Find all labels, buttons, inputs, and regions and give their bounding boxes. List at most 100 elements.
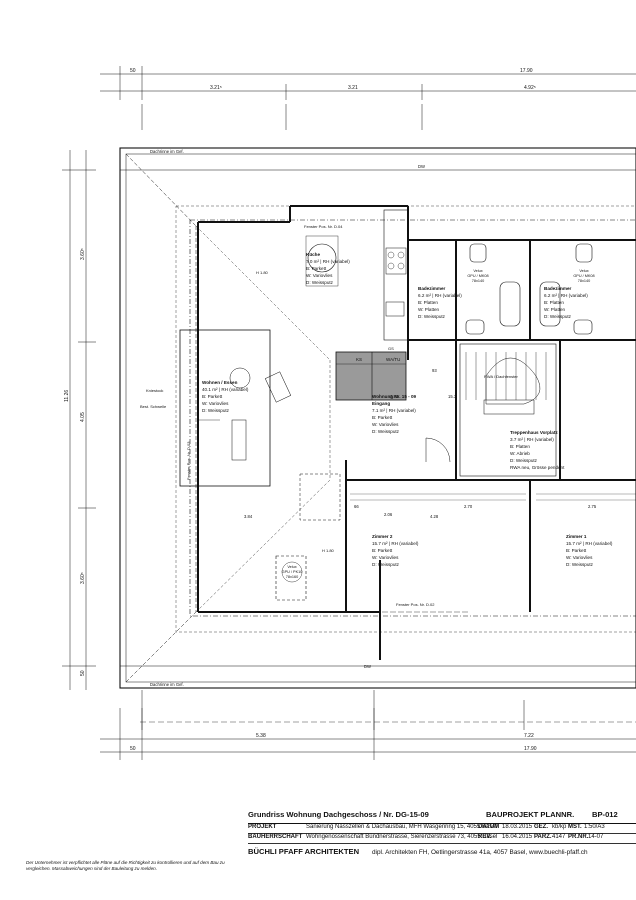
room-wohnen-w: W: Variovlies	[202, 401, 229, 406]
room-eingang: Wohnung Nr. 15 - 09 Eingang 7.1 m² | RH …	[372, 394, 417, 434]
room-wohnen-area: 40.1 m² | RH (variabel)	[202, 387, 249, 392]
room-bad1-b: B: Platten	[418, 300, 438, 305]
dim-bottom-left: 50	[130, 746, 136, 752]
room-bad2-name: Badezimmer	[544, 286, 572, 291]
dim-top-b: 3.21	[348, 85, 358, 91]
title-row: Grundriss Wohnung Dachgeschoss / Nr. DG-…	[248, 808, 636, 824]
dim-384: 3.84	[244, 514, 253, 519]
projekt-row: PROJEKT Sanierung Nasszellen & Dachausba…	[248, 824, 636, 834]
prnr-label: PR.NR.	[568, 834, 589, 840]
dim-275: 2.75	[588, 504, 597, 509]
projekt-label: PROJEKT	[248, 824, 277, 830]
room-bad2-b: B: Platten	[544, 300, 564, 305]
room-kueche-w: W: Variovlies	[306, 273, 333, 278]
room-wohnen-b: B: Parkett	[202, 394, 223, 399]
room-kueche: Küche 7.0 m² | RH (variabel) B: Parkett …	[306, 252, 350, 285]
room-bad1-area: 6.2 m² | RH (variabel)	[418, 293, 462, 298]
projekt-value: Sanierung Nasszellen & Dachausbau, MFH W…	[306, 824, 497, 830]
room-eingang-b: B: Parkett	[372, 415, 393, 420]
room-zimmer2-name: Zimmer 2	[372, 534, 393, 539]
room-bad2-d: D: Weissputz	[544, 314, 572, 319]
parz-label: PARZ.	[534, 834, 552, 840]
room-treppenhaus-b: B: Platten	[510, 444, 530, 449]
room-eingang-w: W: Variovlies	[372, 422, 399, 427]
datum-value: 18.03.2015	[502, 824, 533, 830]
room-zimmer1: Zimmer 1 15.7 m² | RH (variabel) B: Park…	[566, 534, 613, 567]
room-wohnen: Wohnen / Essen 40.1 m² | RH (variabel) B…	[202, 380, 249, 413]
label-ks: KS	[356, 357, 362, 362]
rev-value: 16.04.2015	[502, 834, 533, 840]
label-rwa: RWA / Dachfenster	[484, 374, 518, 379]
dim-428: 4.28	[430, 514, 439, 519]
room-zimmer1-d: D: Weissputz	[566, 562, 594, 567]
room-zimmer2-area: 15.7 m² | RH (variabel)	[372, 541, 419, 546]
room-treppenhaus-area: 3.7 m² | RH (variabel)	[510, 437, 554, 442]
label-fenster-left: Fenster Pos. Nr. D.03	[186, 441, 191, 480]
room-bad2: Badezimmer 6.2 m² | RH (variabel) B: Pla…	[544, 286, 588, 319]
room-wohnen-d: D: Weissputz	[202, 408, 230, 413]
dim-66: 66	[354, 504, 359, 509]
room-kueche-d: D: Weissputz	[306, 280, 334, 285]
room-zimmer1-name: Zimmer 1	[566, 534, 587, 539]
room-zimmer2-w: W: Variovlies	[372, 555, 399, 560]
dim-left-c: 3.60⁵	[80, 572, 86, 584]
room-eingang-name: Wohnung Nr. 15 - 09	[372, 394, 417, 399]
dim-93: 93	[432, 368, 437, 373]
room-treppenhaus-d: D: Weissputz	[510, 458, 538, 463]
label-dachrinne-top: Dachrinne im Gef.	[150, 149, 184, 154]
room-zimmer2-d: D: Weissputz	[372, 562, 400, 567]
bauherr-value: Wohngenossenschaft Bündnerstrasse, Siere…	[306, 834, 498, 840]
label-fenster-top: Fenster Pos. Nr. D.04	[304, 224, 343, 229]
room-bad2-area: 6.2 m² | RH (variabel)	[544, 293, 588, 298]
gez-value: kb/kp	[552, 824, 567, 830]
dim-left-total: 11.26	[64, 390, 70, 402]
mst-label: MST.	[568, 824, 582, 830]
dim-left-bottom: 50	[80, 670, 86, 676]
dim-left-b: 4.05	[80, 412, 86, 422]
room-bad1-d: D: Weissputz	[418, 314, 446, 319]
dim-270: 2.70	[464, 504, 473, 509]
room-zimmer2-b: B: Parkett	[372, 548, 393, 553]
label-h180a: H 1.80	[256, 270, 269, 275]
title-block: Grundriss Wohnung Dachgeschoss / Nr. DG-…	[248, 808, 636, 859]
label-dw-bottom: DW	[364, 664, 371, 669]
room-kueche-area: 7.0 m² | RH (variabel)	[306, 259, 350, 264]
bauherr-row: BAUHERRSCHAFT Wohngenossenschaft Bündner…	[248, 834, 636, 844]
room-eingang-d: D: Weissputz	[372, 429, 400, 434]
label-dw-top: DW	[418, 164, 425, 169]
firm-row: BÜCHLI PFAFF ARCHITEKTEN dipl. Architekt…	[248, 844, 636, 859]
drawing-title: Grundriss Wohnung Dachgeschoss / Nr. DG-…	[248, 810, 429, 819]
room-kueche-b: B: Parkett	[306, 266, 327, 271]
label-fenster-bottom: Fenster Pos. Nr. D.02	[396, 602, 435, 607]
plan-number: BP-012	[592, 810, 618, 819]
label-dachrinne-bottom: Dachrinne im Gef.	[150, 682, 184, 687]
room-zimmer1-w: W: Variovlies	[566, 555, 593, 560]
dim-top-total: 17.90	[520, 68, 533, 74]
phase-label: BAUPROJEKT PLANNR.	[486, 810, 575, 819]
label-h180b: H 1.80	[322, 548, 335, 553]
dim-top-c: 4.92⁵	[524, 85, 536, 91]
room-treppenhaus: Treppenhaus Vorplatz 3.7 m² | RH (variab…	[510, 430, 565, 470]
mst-value: 1:50/A3	[584, 824, 605, 830]
room-bad1-name: Badezimmer	[418, 286, 446, 291]
label-waftu: WA/TU	[386, 357, 400, 362]
label-bestschwelle: Best. Schwelle	[140, 404, 167, 409]
dim-206: 2.06	[384, 512, 393, 517]
label-gs: GS	[388, 346, 394, 351]
disclaimer-note: Der Unternehmer ist verpflichtet alle Pl…	[26, 860, 225, 871]
rev-label: REV.	[478, 834, 492, 840]
room-treppenhaus-extra: RWA neu, Grösse pendent	[510, 465, 565, 470]
room-bad1-w: W: Platten	[418, 307, 440, 312]
dim-283: 2.83	[390, 394, 399, 399]
rooms: Küche 7.0 m² | RH (variabel) B: Parkett …	[202, 252, 613, 567]
dim-top-a: 3.21⁵	[210, 85, 222, 91]
room-wohnen-name: Wohnen / Essen	[202, 380, 238, 385]
room-zimmer2: Zimmer 2 15.7 m² | RH (variabel) B: Park…	[372, 534, 419, 567]
room-zimmer1-b: B: Parkett	[566, 548, 587, 553]
datum-label: DATUM	[478, 824, 500, 830]
firm-name: BÜCHLI PFAFF ARCHITEKTEN	[248, 847, 360, 856]
label-kniestock: Kniestock	[146, 388, 163, 393]
